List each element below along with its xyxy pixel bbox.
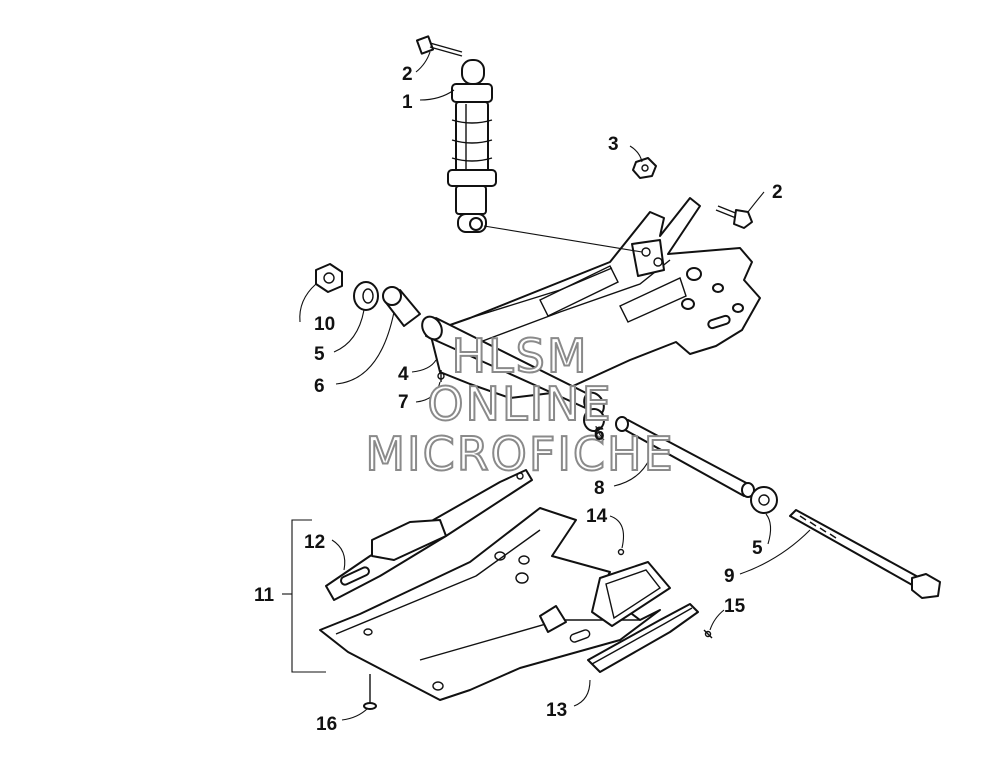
watermark-line-2: ONLINE bbox=[427, 377, 612, 431]
watermark: HLSM ONLINE MICROFICHE bbox=[364, 328, 674, 482]
callout-10: 10 bbox=[314, 314, 335, 335]
pin-part-14 bbox=[617, 548, 625, 556]
rivet-part-15 bbox=[703, 629, 713, 639]
washer-right bbox=[750, 486, 778, 514]
nut-part-10 bbox=[315, 263, 343, 293]
handle-part-13 bbox=[587, 603, 699, 673]
shock-mount-leader bbox=[483, 225, 643, 253]
swing-arm bbox=[421, 197, 761, 417]
bolt-right bbox=[715, 205, 753, 229]
callout-5-left: 5 bbox=[314, 344, 325, 365]
callout-5-right: 5 bbox=[752, 538, 763, 559]
callout-9: 9 bbox=[724, 566, 735, 587]
long-bolt bbox=[789, 509, 941, 599]
callout-15: 15 bbox=[724, 596, 746, 617]
bolt-top bbox=[415, 35, 463, 57]
bushing-right bbox=[583, 408, 605, 432]
callout-16: 16 bbox=[316, 714, 337, 735]
group-bracket bbox=[291, 519, 326, 673]
shock-absorber bbox=[447, 59, 497, 233]
callout-2-top: 2 bbox=[402, 64, 413, 85]
leader-lines bbox=[299, 51, 811, 721]
callout-14: 14 bbox=[586, 506, 608, 527]
callout-11: 11 bbox=[254, 585, 275, 606]
callout-12: 12 bbox=[304, 532, 325, 553]
washer-left bbox=[353, 281, 379, 311]
nut-part-3 bbox=[632, 157, 657, 179]
callout-3: 3 bbox=[608, 134, 619, 155]
grease-fitting bbox=[437, 370, 445, 382]
bushing-left bbox=[382, 286, 421, 327]
callout-7: 7 bbox=[398, 392, 409, 413]
callout-6-right: 6 bbox=[594, 424, 605, 445]
callout-1: 1 bbox=[402, 92, 413, 113]
callout-4: 4 bbox=[398, 364, 409, 385]
callout-8: 8 bbox=[594, 478, 605, 499]
watermark-line-3: MICROFICHE bbox=[365, 427, 674, 481]
watermark-line-1: HLSM bbox=[451, 329, 588, 383]
shaft bbox=[615, 416, 755, 498]
callout-labels: 2 1 3 2 10 5 4 6 7 6 8 14 12 5 9 11 15 1… bbox=[254, 64, 783, 735]
bracket-part-12 bbox=[325, 469, 533, 601]
callout-13: 13 bbox=[546, 700, 567, 721]
callout-2-right: 2 bbox=[772, 182, 783, 203]
rail-frame bbox=[591, 561, 671, 627]
screw-part-16 bbox=[363, 674, 377, 710]
callout-6-left: 6 bbox=[314, 376, 325, 397]
